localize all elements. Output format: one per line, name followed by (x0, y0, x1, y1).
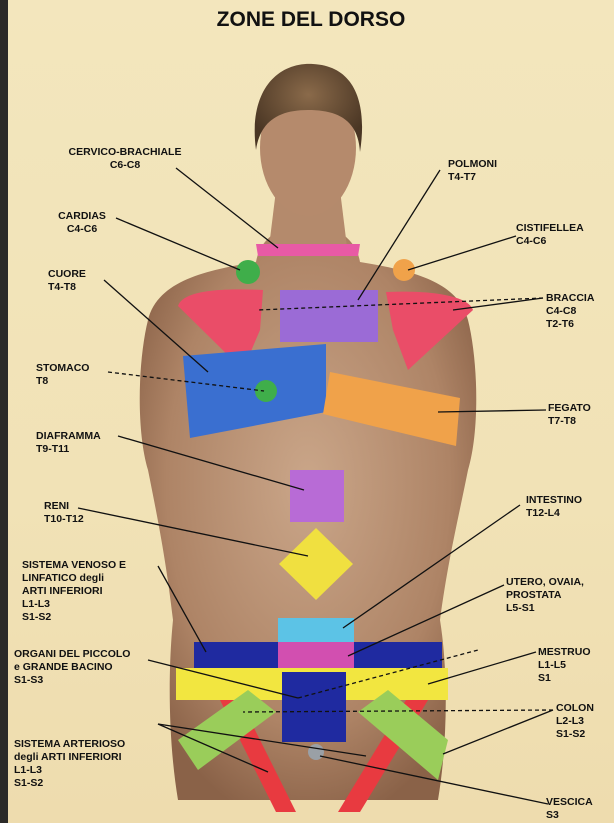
label-colon-line: COLON (556, 702, 594, 715)
label-utero-line: PROSTATA (506, 589, 584, 602)
label-arterioso-line: SISTEMA ARTERIOSO (14, 738, 125, 751)
label-intestino-line: INTESTINO (526, 494, 582, 507)
zone-diaframma (290, 470, 344, 522)
label-mestruo-line: S1 (538, 672, 591, 685)
zone-vescica (308, 744, 324, 760)
leader-cistifellea (408, 236, 516, 270)
label-utero-line: UTERO, OVAIA, (506, 576, 584, 589)
zone-mestruo-lower (176, 668, 276, 700)
label-cistifellea-line: CISTIFELLEA (516, 222, 584, 235)
label-braccia-line: T2-T6 (546, 318, 594, 331)
label-venoso-line: LINFATICO degli (22, 572, 126, 585)
zone-cardias (236, 260, 260, 284)
label-cardias-line: C4-C6 (48, 223, 116, 236)
label-braccia-line: C4-C8 (546, 305, 594, 318)
label-cuore-line: CUORE (48, 268, 86, 281)
leader-cardias (116, 218, 240, 270)
label-organi-line: ORGANI DEL PICCOLO (14, 648, 130, 661)
label-fegato-line: T7-T8 (548, 415, 591, 428)
label-vescica-line: S3 (546, 809, 593, 822)
leader-colon-2 (443, 710, 553, 754)
label-reni-line: RENI (44, 500, 84, 513)
zone-polmoni (280, 290, 378, 342)
label-polmoni-line: POLMONI (448, 158, 497, 171)
label-arterioso: SISTEMA ARTERIOSOdegli ARTI INFERIORIL1-… (14, 738, 125, 790)
label-cistifellea-line: C4-C6 (516, 235, 584, 248)
label-organi-line: S1-S3 (14, 674, 130, 687)
label-reni-line: T10-T12 (44, 513, 84, 526)
label-fegato-line: FEGATO (548, 402, 591, 415)
label-mestruo-line: MESTRUO (538, 646, 591, 659)
label-diaframma-line: DIAFRAMMA (36, 430, 101, 443)
zone-organi (282, 672, 346, 742)
label-venoso-line: SISTEMA VENOSO E (22, 559, 126, 572)
label-polmoni-line: T4-T7 (448, 171, 497, 184)
leader-cervico (176, 168, 278, 248)
zone-utero (278, 642, 354, 670)
label-vescica-line: VESCICA (546, 796, 593, 809)
label-stomaco-line: T8 (36, 375, 89, 388)
label-arterioso-line: S1-S2 (14, 777, 125, 790)
page-title: ZONE DEL DORSO (8, 8, 614, 32)
back-diagram (8, 0, 614, 823)
label-colon-line: S1-S2 (556, 728, 594, 741)
label-cistifellea: CISTIFELLEAC4-C6 (516, 222, 584, 248)
label-utero-line: L5-S1 (506, 602, 584, 615)
label-cervico-line: CERVICO-BRACHIALE (50, 146, 200, 159)
label-venoso-line: L1-L3 (22, 598, 126, 611)
label-intestino-line: T12-L4 (526, 507, 582, 520)
label-organi-line: e GRANDE BACINO (14, 661, 130, 674)
label-arterioso-line: degli ARTI INFERIORI (14, 751, 125, 764)
zone-cervico (256, 244, 360, 256)
label-cervico-line: C6-C8 (50, 159, 200, 172)
zone-stomaco (255, 380, 277, 402)
zone-intestino (278, 618, 354, 642)
label-cuore-line: T4-T8 (48, 281, 86, 294)
label-braccia-line: BRACCIA (546, 292, 594, 305)
label-diaframma-line: T9-T11 (36, 443, 101, 456)
label-stomaco-line: STOMACO (36, 362, 89, 375)
label-venoso-line: S1-S2 (22, 611, 126, 624)
label-arterioso-line: L1-L3 (14, 764, 125, 777)
label-cardias-line: CARDIAS (48, 210, 116, 223)
label-mestruo-line: L1-L5 (538, 659, 591, 672)
zone-cistifellea (393, 259, 415, 281)
label-venoso-line: ARTI INFERIORI (22, 585, 126, 598)
label-colon-line: L2-L3 (556, 715, 594, 728)
